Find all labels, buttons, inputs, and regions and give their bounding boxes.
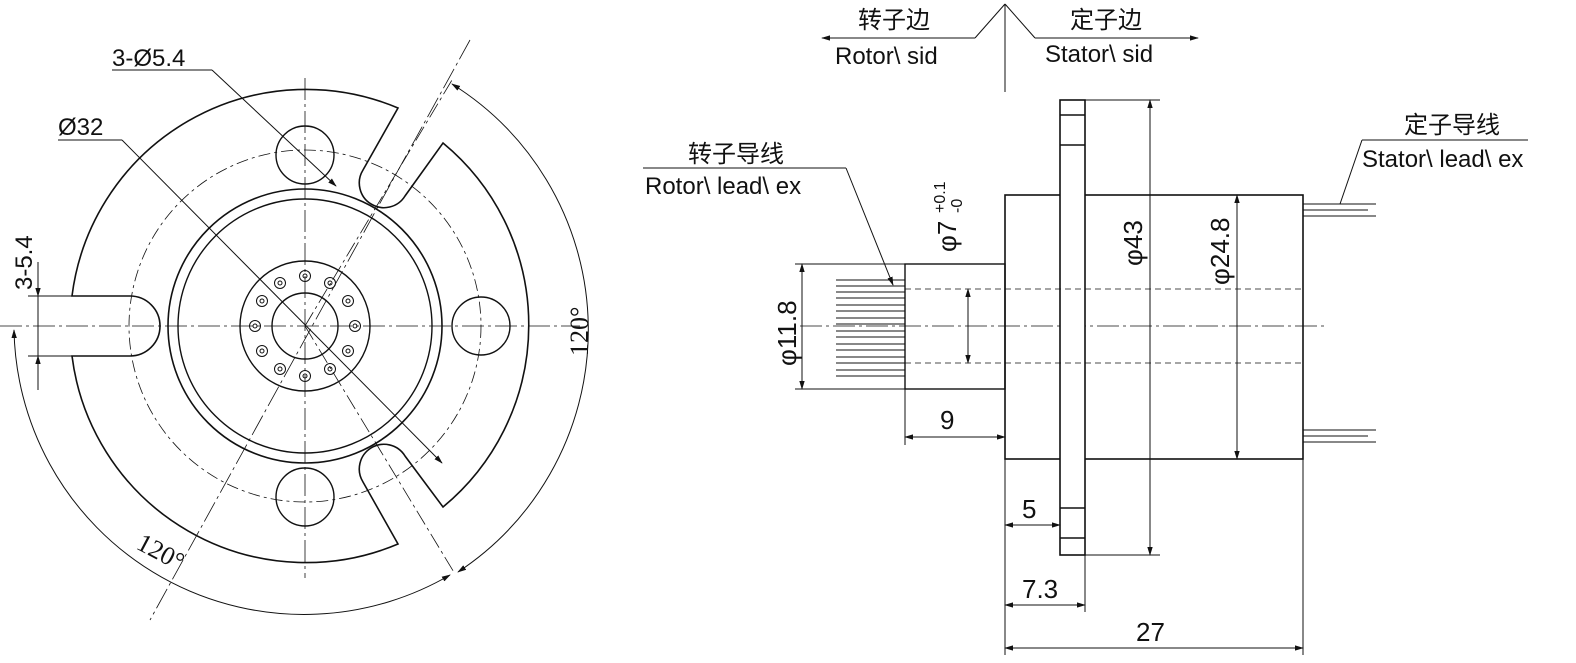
flange-dia-label: φ43 <box>1118 220 1148 266</box>
shaft-dia-value: 11.8 <box>772 300 802 349</box>
mount-hole-top <box>275 125 335 185</box>
diameter-symbol: φ <box>1118 249 1148 266</box>
lead-wire-icon <box>836 330 905 338</box>
diameter-symbol: φ <box>1205 268 1235 285</box>
bore-tol-upper: +0.1 <box>932 181 949 213</box>
bore-dia-value: 7 <box>932 221 962 235</box>
diameter-symbol: φ <box>772 349 802 366</box>
stator-leads <box>1303 203 1376 443</box>
terminal-icon <box>324 277 336 289</box>
body-dia-label: φ24.8 <box>1205 218 1235 285</box>
shaft-dia-label: φ11.8 <box>772 300 802 366</box>
lead-wire-icon <box>836 356 905 364</box>
lead-wire-icon <box>836 343 905 351</box>
rotor-lead-cn: 转子导线 <box>688 140 784 168</box>
lead-wire-icon <box>1303 429 1376 443</box>
terminal-icon <box>342 345 354 357</box>
stator-body <box>1004 194 1304 460</box>
front-view <box>0 39 589 621</box>
lead-wire-icon <box>836 317 905 325</box>
terminal-icon <box>324 363 336 375</box>
slot-width-label: 3-5.4 <box>11 235 38 290</box>
lead-wire-icon <box>836 304 905 312</box>
body-dia-value: 24.8 <box>1205 218 1235 269</box>
terminal-icon <box>342 295 354 307</box>
direction-indicator <box>821 3 1199 92</box>
side-view <box>643 99 1528 655</box>
mount-holes-label: 3-Ø5.4 <box>112 45 185 72</box>
angle-bottom-label: 120° <box>132 528 189 577</box>
terminal-icon <box>274 363 286 375</box>
inner-ring-label: Ø32 <box>58 114 103 141</box>
stator-side-cn: 定子边 <box>1070 6 1142 34</box>
bore-tol-lower: -0 <box>949 199 966 213</box>
terminal-icon <box>256 345 268 357</box>
lead-wire-icon <box>836 291 905 299</box>
total-length-label: 27 <box>1136 617 1165 647</box>
stator-lead-en: Stator\ lead\ ex <box>1362 146 1523 173</box>
flange <box>1059 99 1086 556</box>
rotor-lead-en: Rotor\ lead\ ex <box>645 173 801 200</box>
terminal-icon <box>274 277 286 289</box>
rotor-leads <box>836 279 905 377</box>
rotor-shaft <box>904 263 1006 390</box>
rotor-side-en: Rotor\ sid <box>835 43 938 70</box>
stator-side-en: Stator\ sid <box>1045 41 1153 68</box>
lead-wire-icon <box>1303 203 1376 217</box>
flange-pos-label: 5 <box>1022 494 1036 524</box>
diameter-symbol: φ <box>932 235 962 252</box>
rotor-length-label: 9 <box>940 405 954 435</box>
lead-wire-icon <box>836 279 905 287</box>
terminal-icon <box>299 270 311 282</box>
bore-dia-label: φ7 <box>932 221 962 252</box>
rotor-side-cn: 转子边 <box>858 6 930 34</box>
terminal-icon <box>256 295 268 307</box>
flange-dia-value: 43 <box>1118 220 1148 249</box>
angle-right-label: 120° <box>565 307 594 356</box>
lead-wire-icon <box>836 369 905 377</box>
flange-width-label: 7.3 <box>1022 574 1058 604</box>
stator-lead-cn: 定子导线 <box>1404 111 1500 139</box>
